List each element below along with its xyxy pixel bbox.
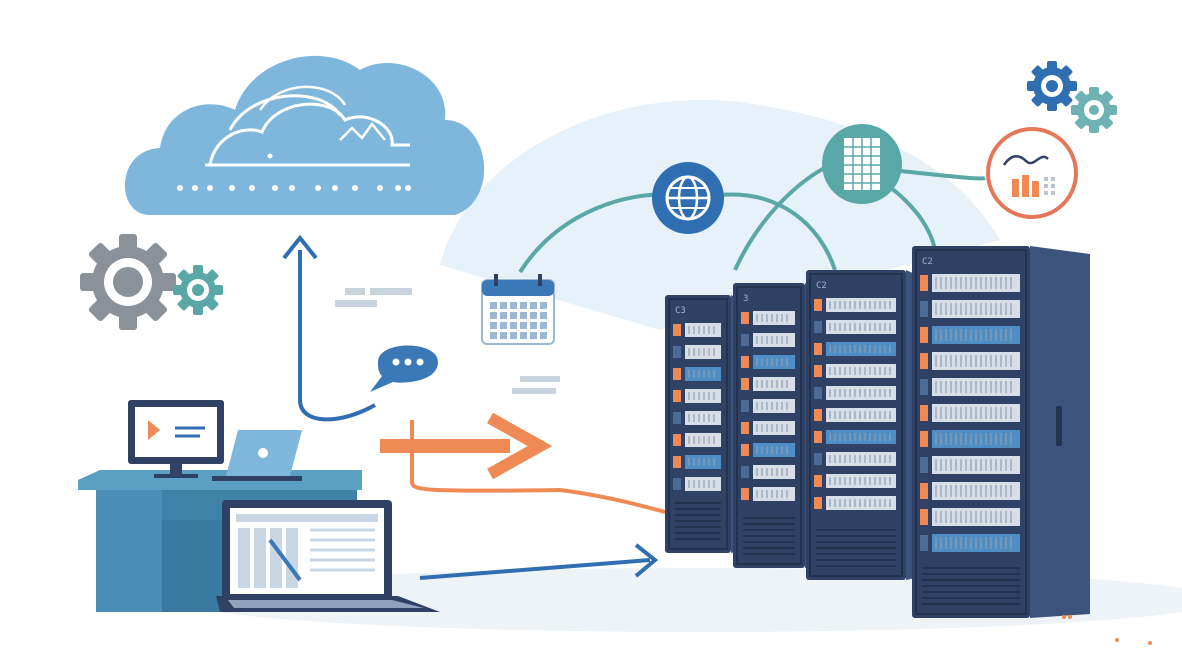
decorative-specks (1062, 615, 1152, 645)
status-light (814, 321, 822, 333)
status-light (814, 299, 822, 311)
cloud-icon (124, 55, 485, 215)
status-light (741, 488, 749, 500)
laptop-icon (216, 500, 440, 612)
server-rack-icon: C2 (806, 270, 924, 580)
status-light (920, 327, 928, 343)
rack-label: C3 (675, 306, 686, 316)
status-light (920, 301, 928, 317)
status-light (920, 457, 928, 473)
grid-icon (822, 124, 902, 204)
status-light (920, 405, 928, 421)
globe-icon (652, 162, 724, 234)
status-light (920, 275, 928, 291)
status-light (673, 346, 681, 358)
status-light (814, 343, 822, 355)
calendar-icon (481, 274, 555, 345)
status-light (741, 334, 749, 346)
laptop-icon (212, 430, 302, 481)
data-transfer-arrow (380, 412, 666, 514)
text-placeholder-bars (335, 288, 560, 394)
status-light (814, 409, 822, 421)
server-rack-icon: C2 (912, 246, 1090, 618)
chart-icon (986, 127, 1078, 219)
status-light (814, 475, 822, 487)
status-light (920, 483, 928, 499)
status-light (673, 434, 681, 446)
status-light (673, 324, 681, 336)
status-light (814, 497, 822, 509)
gear-icon (80, 234, 176, 330)
status-light (814, 387, 822, 399)
status-light (741, 444, 749, 456)
status-light (673, 412, 681, 424)
status-light (673, 478, 681, 490)
status-light (920, 535, 928, 551)
status-light (741, 422, 749, 434)
status-light (920, 379, 928, 395)
status-light (814, 431, 822, 443)
status-light (741, 356, 749, 368)
status-light (673, 390, 681, 402)
monitor-icon (128, 400, 224, 478)
gear-icon (1071, 87, 1117, 133)
status-light (814, 365, 822, 377)
laptop-to-server-arrow (419, 543, 659, 580)
status-light (741, 378, 749, 390)
status-light (814, 453, 822, 465)
status-light (920, 353, 928, 369)
upload-arrow (282, 234, 376, 422)
status-light (920, 431, 928, 447)
rack-label: C2 (922, 257, 933, 267)
gear-icon (173, 265, 223, 315)
gear-icon (1027, 61, 1077, 111)
status-light (741, 466, 749, 478)
rack-label: C2 (816, 281, 827, 291)
rack-label: 3 (743, 294, 748, 304)
status-light (920, 509, 928, 525)
status-light (673, 368, 681, 380)
status-light (673, 456, 681, 468)
chat-bubble-icon (370, 345, 438, 392)
status-light (741, 312, 749, 324)
status-light (741, 400, 749, 412)
